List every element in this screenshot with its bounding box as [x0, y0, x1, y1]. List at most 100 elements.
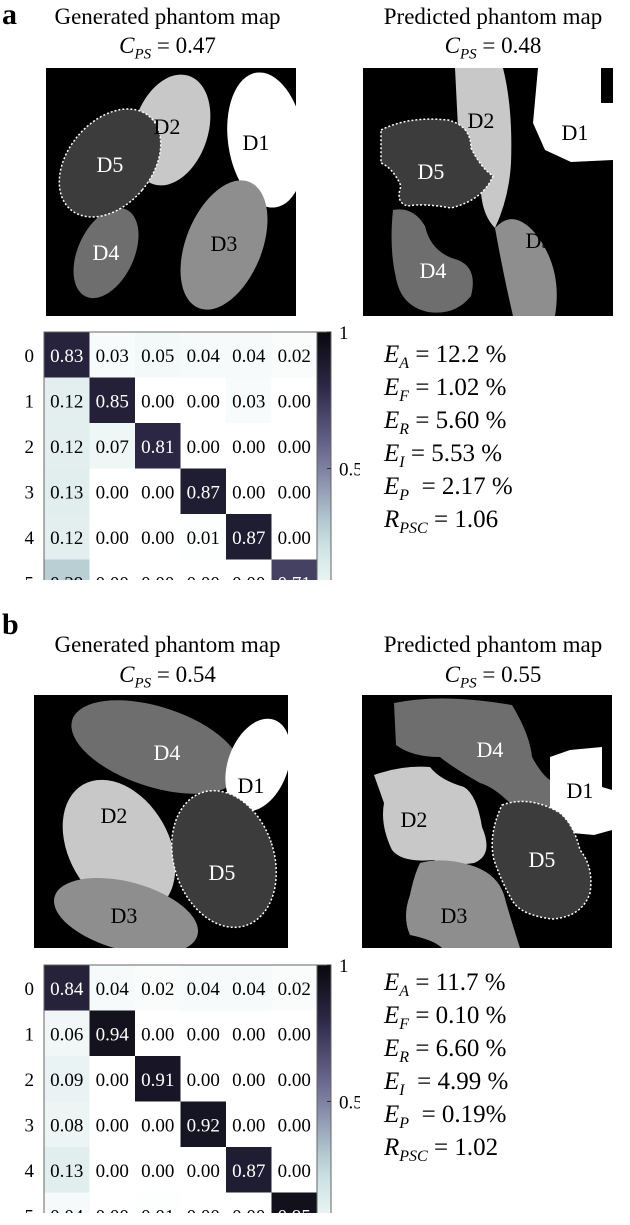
region-label-d5: D5: [209, 860, 236, 885]
matrix-value: 0.85: [96, 391, 129, 412]
matrix-cell: [271, 559, 318, 580]
row-label: 3: [25, 482, 35, 503]
matrix-value: 0.94: [96, 1024, 130, 1045]
matrix-value: 0.92: [187, 1115, 220, 1136]
generated-cps: CPS = 0.54: [45, 662, 290, 697]
matrix-cell: [89, 1056, 136, 1102]
generated-map-title: Generated phantom map: [54, 4, 281, 29]
matrix-value: 0.95: [278, 1206, 311, 1213]
cps-subscript: PS: [134, 675, 152, 692]
matrix-cell: [44, 514, 90, 560]
region-d3: [180, 180, 268, 310]
matrix-cell: [89, 1010, 136, 1057]
matrix-value: 0.00: [278, 437, 311, 458]
predicted-cps: CPS = 0.48: [362, 33, 624, 68]
cps-symbol: C: [444, 662, 460, 687]
matrix-value: 0.00: [232, 1115, 265, 1136]
matrix-value: 0.12: [50, 528, 83, 549]
matrix-cell: [180, 559, 227, 580]
matrix-value: 0.06: [50, 1024, 83, 1045]
region-d2: [455, 68, 512, 228]
matrix-value: 0.04: [187, 346, 221, 367]
metric-er: ER = 6.60 %: [384, 1035, 507, 1066]
matrix-cell: [226, 1010, 272, 1057]
matrix-cell: [135, 377, 181, 424]
matrix-value: 0.00: [187, 1161, 220, 1182]
matrix-value: 0.00: [232, 482, 265, 503]
predicted-phantom-map: D1 D2 D3 D4 D5: [363, 68, 613, 316]
matrix-value: 0.12: [50, 391, 83, 412]
matrix-value: 0.00: [232, 573, 265, 580]
matrix-cell: [271, 1147, 318, 1193]
matrix-value: 0.02: [141, 979, 174, 1000]
matrix-cell: [271, 332, 318, 378]
metrics-list: EA = 12.2 % EF = 1.02 % ER = 5.60 % EI =…: [384, 339, 513, 537]
matrix-cell: [135, 514, 181, 560]
matrix-cell: [89, 559, 136, 580]
matrix-value: 0.04: [187, 979, 221, 1000]
region-d1: [227, 72, 296, 208]
matrix-value: 0.00: [187, 1206, 220, 1213]
matrix-cell: [180, 1192, 227, 1213]
cps-value: = 0.47: [156, 33, 216, 58]
matrix-cell: [226, 332, 272, 378]
matrix-value: 0.07: [96, 437, 129, 458]
predicted-phantom-map: D4 D1 D2 D5 D3: [362, 695, 612, 948]
matrix-cell: [89, 332, 136, 378]
matrix-value: 0.01: [187, 528, 220, 549]
metric-ea: EA = 11.7 %: [384, 969, 506, 1000]
matrix-cell: [44, 965, 90, 1011]
matrix-cell: [135, 332, 181, 378]
matrix-value: 0.00: [278, 391, 311, 412]
matrix-cell: [226, 965, 272, 1011]
region-d3: [495, 219, 557, 316]
panel-b: b Generated phantom map CPS = 0.54 Predi…: [0, 610, 630, 1213]
matrix-value: 0.00: [232, 437, 265, 458]
region-d4: [73, 207, 139, 299]
cps-subscript: PS: [459, 46, 477, 63]
matrix-cell: [271, 1010, 318, 1057]
matrix-value: 0.00: [187, 573, 220, 580]
colorbar: [316, 331, 332, 580]
matrix-cell: [44, 468, 90, 515]
region-d4: [394, 698, 550, 807]
row-label: 2: [25, 437, 35, 458]
matrix-cell: [180, 1010, 227, 1057]
row-label: 5: [25, 1206, 35, 1213]
generated-phantom-map: D4 D1 D2 D5 D3: [34, 695, 288, 948]
matrix-cell: [89, 377, 136, 424]
colorbar-tick-label: 1: [339, 956, 349, 977]
row-label: 4: [25, 528, 35, 549]
region-label-d1: D1: [243, 130, 270, 155]
matrix-value: 0.04: [232, 346, 266, 367]
matrix-value: 0.03: [96, 346, 129, 367]
matrix-cell: [271, 1192, 318, 1213]
matrix-cell: [135, 1147, 181, 1193]
matrix-cell: [135, 1101, 181, 1148]
region-label-d4: D4: [477, 737, 504, 762]
matrix-cell: [89, 423, 136, 469]
matrix-value: 0.00: [96, 1115, 129, 1136]
generated-phantom-map: D1 D2 D3 D4 D5: [46, 68, 296, 316]
cps-value: = 0.54: [156, 662, 216, 687]
matrix-value: 0.00: [96, 1070, 129, 1091]
matrix-cell: [180, 1056, 227, 1102]
matrix-cell: [44, 332, 90, 378]
panel-letter: a: [2, 0, 17, 31]
matrix-value: 0.71: [278, 573, 311, 580]
matrix-value: 0.00: [187, 437, 220, 458]
row-label: 3: [25, 1115, 35, 1136]
row-label: 5: [25, 573, 35, 580]
colorbar-tick-label: 1: [339, 323, 349, 344]
matrix-value: 0.00: [278, 482, 311, 503]
matrix-cell: [226, 559, 272, 580]
matrix-value: 0.12: [50, 437, 83, 458]
matrix-cell: [226, 423, 272, 469]
matrix-value: 0.00: [187, 1024, 220, 1045]
region-d3: [53, 877, 199, 948]
cps-value: = 0.55: [482, 662, 542, 687]
matrix-cell: [180, 423, 227, 469]
metric-ei: EI = 4.99 %: [384, 1068, 509, 1099]
matrix-cell: [226, 1192, 272, 1213]
